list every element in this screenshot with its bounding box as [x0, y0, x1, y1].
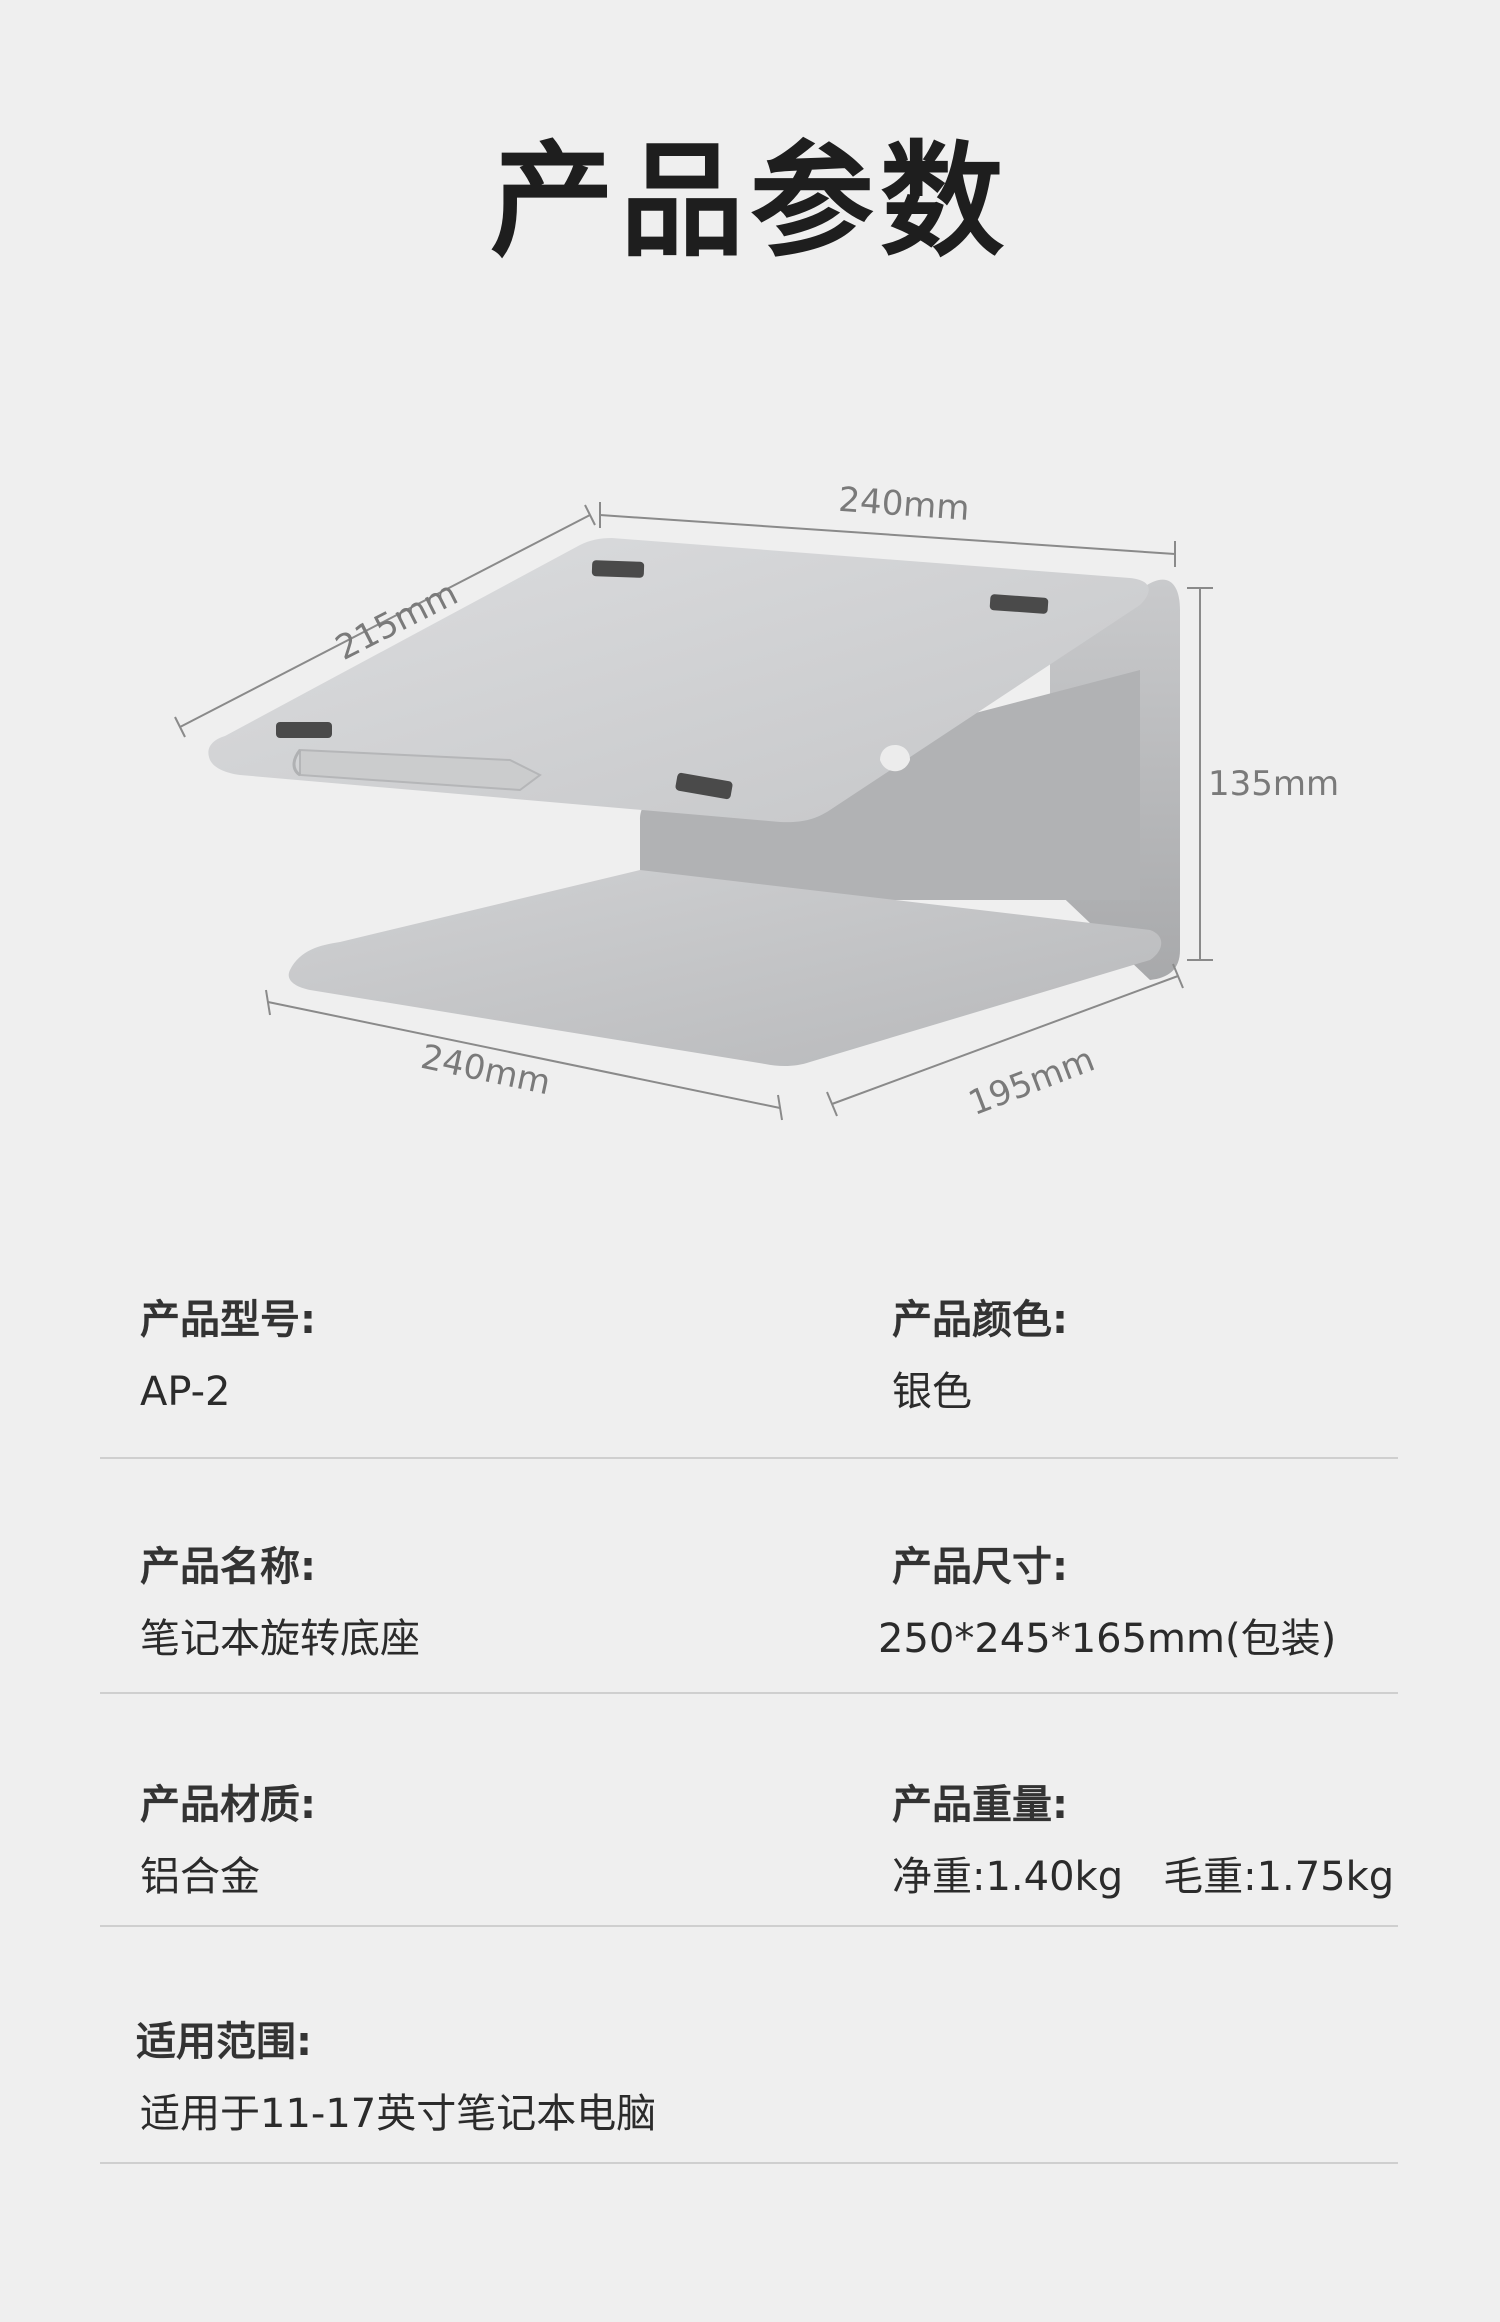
spec-material-label: 产品材质:	[140, 1782, 316, 1828]
spec-weight-label: 产品重量:	[892, 1782, 1068, 1828]
spec-name: 产品名称: 笔记本旋转底座	[140, 1547, 420, 1659]
stand-front-lip	[299, 748, 542, 792]
spec-weight: 产品重量: 净重:1.40kg 毛重:1.75kg	[892, 1785, 1394, 1897]
spec-color: 产品颜色: 银色	[892, 1300, 1068, 1412]
spec-color-value: 银色	[892, 1369, 972, 1415]
stand-top-tray	[208, 538, 1149, 823]
spec-scope: 适用范围: 适用于11-17英寸笔记本电脑	[136, 2022, 657, 2137]
rubber-pad-back-left	[591, 560, 645, 578]
rubber-pad-back-right	[989, 594, 1049, 614]
spec-name-label: 产品名称:	[140, 1544, 316, 1590]
spec-scope-label: 适用范围:	[136, 2019, 312, 2065]
spec-model-value: AP-2	[140, 1369, 231, 1415]
spec-model: 产品型号: AP-2	[140, 1300, 316, 1412]
spec-material-value: 铝合金	[140, 1854, 260, 1900]
dim-base-depth-label: 195mm	[963, 1040, 1100, 1124]
spec-weight-value: 净重:1.40kg 毛重:1.75kg	[892, 1857, 1394, 1897]
spec-row-scope: 适用范围: 适用于11-17英寸笔记本电脑	[100, 2022, 1398, 2164]
spec-weight-net: 净重:1.40kg	[892, 1854, 1124, 1900]
spec-row-name-size: 产品名称: 笔记本旋转底座 产品尺寸: 250*245*165mm(包装)	[100, 1547, 1398, 1694]
spec-size-label: 产品尺寸:	[892, 1544, 1068, 1590]
dim-top-width-label: 240mm	[837, 480, 971, 529]
spec-scope-value: 适用于11-17英寸笔记本电脑	[140, 2091, 657, 2137]
spec-material: 产品材质: 铝合金	[140, 1785, 316, 1897]
page-title: 产品参数	[489, 130, 1010, 274]
spec-size-value: 250*245*165mm(包装)	[878, 1616, 1337, 1662]
spec-row-model-color: 产品型号: AP-2 产品颜色: 银色	[100, 1300, 1398, 1459]
spec-color-label: 产品颜色:	[892, 1297, 1068, 1343]
rubber-pad-front-left	[276, 722, 332, 738]
stand-base-plate	[288, 870, 1162, 1067]
spec-weight-gross: 毛重:1.75kg	[1163, 1854, 1395, 1900]
dim-height-label: 135mm	[1208, 764, 1339, 804]
spec-model-label: 产品型号:	[140, 1297, 316, 1343]
spec-name-value: 笔记本旋转底座	[140, 1616, 420, 1662]
stand-neck	[640, 670, 1140, 900]
rubber-pad-front-right	[675, 772, 733, 800]
spec-row-material-weight: 产品材质: 铝合金 产品重量: 净重:1.40kg 毛重:1.75kg	[100, 1785, 1398, 1927]
product-dimension-figure: 240mm 215mm 135mm 240mm 195mm	[174, 480, 1339, 1124]
spec-size: 产品尺寸: 250*245*165mm(包装)	[878, 1544, 1336, 1659]
